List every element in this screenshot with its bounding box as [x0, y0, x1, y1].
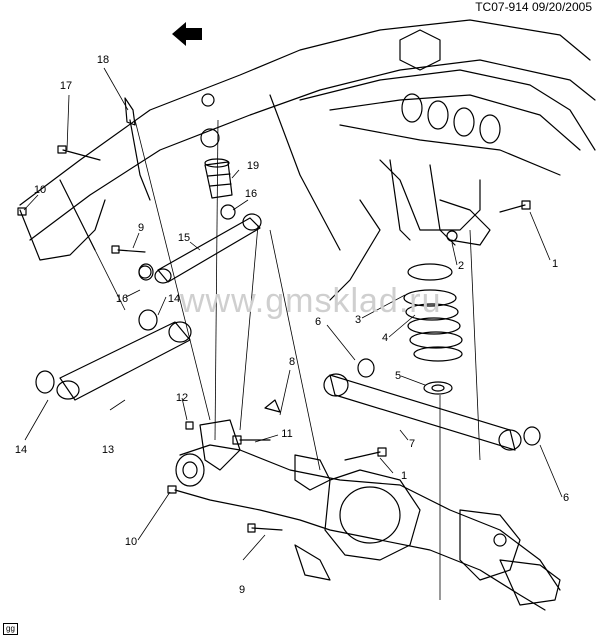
leader-lines [23, 67, 563, 600]
callout-14-top: 14 [167, 293, 181, 305]
callout-14-bottom: 14 [14, 444, 28, 456]
callout-2: 2 [457, 260, 465, 272]
figure-code: TC07-914 [475, 0, 529, 14]
figure-header: TC07-914 09/20/2005 [475, 0, 592, 14]
lower-control-arm [35, 309, 192, 401]
track-bar [323, 358, 541, 451]
frame-assembly [19, 19, 596, 301]
callout-15: 15 [177, 232, 191, 244]
coil-spring [403, 263, 463, 395]
callout-12: 12 [175, 392, 189, 404]
front-arrow-icon [172, 22, 202, 46]
footer-code: gg [3, 623, 18, 635]
callout-3: 3 [354, 314, 362, 326]
callout-7: 7 [408, 438, 416, 450]
callout-13: 13 [101, 444, 115, 456]
callout-16-top: 16 [244, 188, 258, 200]
callout-18: 18 [96, 54, 110, 66]
callout-8: 8 [288, 356, 296, 368]
axle-housing [174, 419, 561, 611]
figure-date: 09/20/2005 [531, 0, 592, 14]
callout-11: 11 [281, 428, 293, 440]
callout-10-top: 10 [33, 184, 47, 196]
callout-1-top: 1 [551, 258, 559, 270]
callout-10-bottom: 10 [124, 536, 138, 548]
upper-control-arm [138, 204, 262, 284]
fasteners [17, 97, 531, 533]
callout-9-bottom: 9 [238, 584, 246, 596]
callout-17: 17 [59, 80, 73, 92]
jounce-bumper [204, 158, 233, 199]
callout-9-top: 9 [137, 222, 145, 234]
callout-16-mid: 16 [115, 293, 129, 305]
callout-5: 5 [394, 370, 402, 382]
callout-6-bottom: 6 [562, 492, 570, 504]
callout-6-top: 6 [314, 316, 322, 328]
callout-4: 4 [381, 332, 389, 344]
callout-19: 19 [246, 160, 260, 172]
watermark-text: www.gmsklad.ru [180, 282, 442, 320]
callout-1-bottom: 1 [400, 470, 408, 482]
